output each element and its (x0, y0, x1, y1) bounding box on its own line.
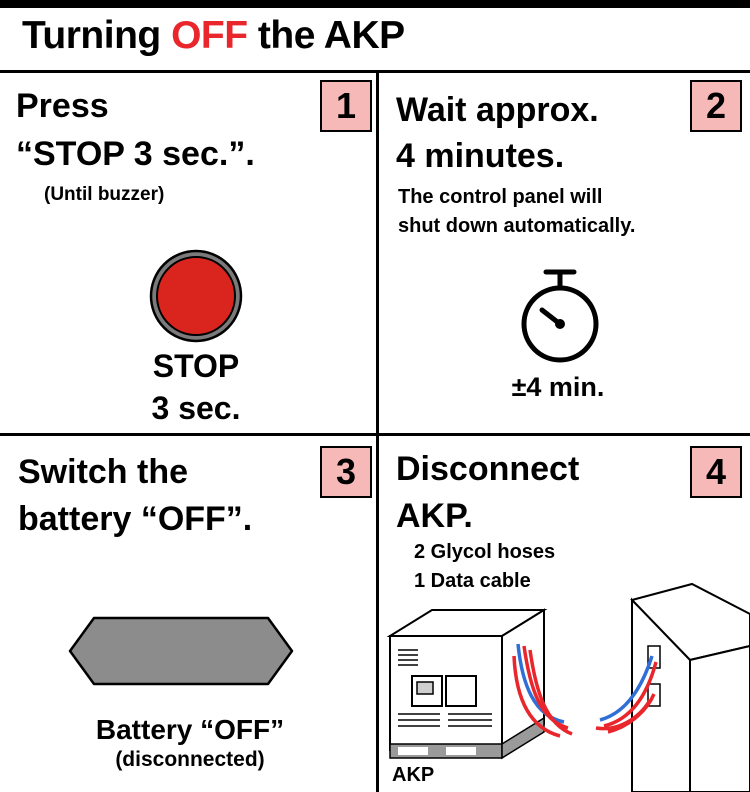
battery-caption-line2: (disconnected) (115, 748, 265, 771)
step-3-heading-line1: Switch the (18, 453, 189, 491)
akp-unit-illustration (386, 608, 573, 760)
stopwatch-icon (521, 269, 599, 363)
battery-caption-line1: Battery “OFF” (95, 714, 285, 745)
step-2-note-line2: shut down automatically. (398, 215, 636, 237)
step-1-heading-line1: Press (16, 87, 109, 125)
step-1-note: (Until buzzer) (44, 184, 165, 205)
top-rule (0, 0, 750, 8)
container-illustration (595, 582, 750, 792)
step-4-item-hoses: 2 Glycol hoses (414, 541, 556, 563)
akp-unit-label: AKP (392, 764, 435, 786)
title-prefix: Turning (22, 14, 172, 57)
step-2-number: 2 (690, 80, 742, 132)
step-2-heading-line1: Wait approx. (396, 91, 599, 129)
divider-vertical (376, 70, 379, 792)
step-3-heading-line2: battery “OFF”. (18, 500, 253, 538)
title-suffix: the AKP (247, 14, 405, 57)
stop-button-icon (149, 249, 243, 343)
step-1-heading-line2: “STOP 3 sec.”. (16, 135, 255, 173)
step-3-number: 3 (320, 446, 372, 498)
step-4-number: 4 (690, 446, 742, 498)
step-4-item-cable: 1 Data cable (414, 570, 531, 592)
step-2-note-line1: The control panel will (398, 186, 603, 208)
stop-label-line1: STOP (152, 348, 240, 384)
battery-switch-icon (68, 616, 294, 686)
timer-label: ±4 min. (511, 372, 605, 402)
stop-label-line2: 3 sec. (151, 390, 241, 426)
step-1-number: 1 (320, 80, 372, 132)
step-4-heading-line2: AKP. (396, 497, 473, 535)
step-2-heading-line2: 4 minutes. (396, 137, 565, 175)
title-highlight: OFF (171, 14, 248, 57)
page-title: Turning OFF the AKP (22, 14, 405, 58)
divider-middle (0, 433, 750, 436)
step-4-heading-line1: Disconnect (396, 450, 580, 488)
divider-top (0, 70, 750, 73)
